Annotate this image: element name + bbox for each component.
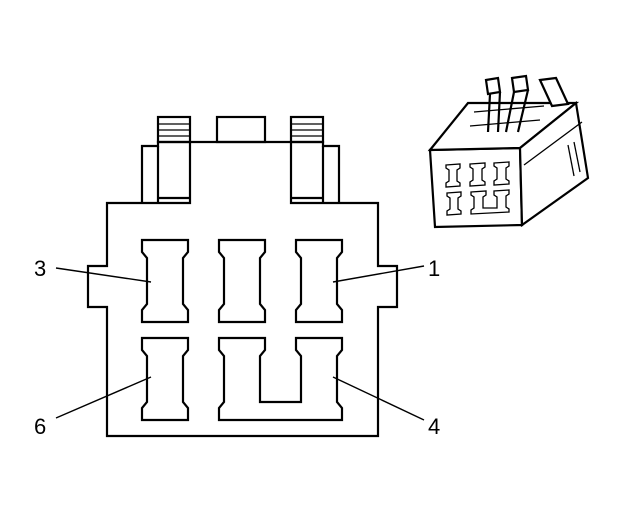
connector-isometric-view xyxy=(427,74,590,229)
connector-face-view xyxy=(86,115,399,438)
pin-label-1: 1 xyxy=(428,256,440,281)
iso-latch-2 xyxy=(510,74,530,94)
iso-cavity-1 xyxy=(445,163,461,188)
iso-cavity-5-6 xyxy=(470,189,510,215)
iso-front-face xyxy=(428,146,524,229)
pin-label-4: 4 xyxy=(428,414,440,439)
right-lock-arm xyxy=(289,142,339,205)
iso-latch-1 xyxy=(484,76,502,96)
cavity-pin-1 xyxy=(294,238,344,324)
iso-side-face xyxy=(518,100,590,228)
cavity-pin-3 xyxy=(140,238,190,324)
upper-housing xyxy=(140,140,341,203)
iso-cavity-4 xyxy=(446,191,462,216)
cavity-pin-5-4-joined xyxy=(217,336,344,422)
left-lock-arm xyxy=(142,142,192,205)
iso-lock-arm xyxy=(486,89,530,133)
top-latch-right xyxy=(289,115,325,144)
leader-pin-6 xyxy=(55,376,152,419)
top-latch-center xyxy=(215,115,267,144)
connector-body xyxy=(86,201,399,438)
cavity-pin-6 xyxy=(140,336,190,422)
top-latch-left xyxy=(156,115,192,144)
leader-pin-3 xyxy=(55,267,152,283)
leader-pin-4 xyxy=(332,376,425,421)
iso-cavity-3 xyxy=(493,161,510,186)
iso-cavity-2 xyxy=(469,162,486,187)
cavity-pin-2 xyxy=(217,238,267,324)
iso-latch-3 xyxy=(538,76,570,108)
pin-label-3: 3 xyxy=(34,256,46,281)
pin-label-6: 6 xyxy=(34,414,46,439)
leader-pin-1 xyxy=(332,265,425,283)
